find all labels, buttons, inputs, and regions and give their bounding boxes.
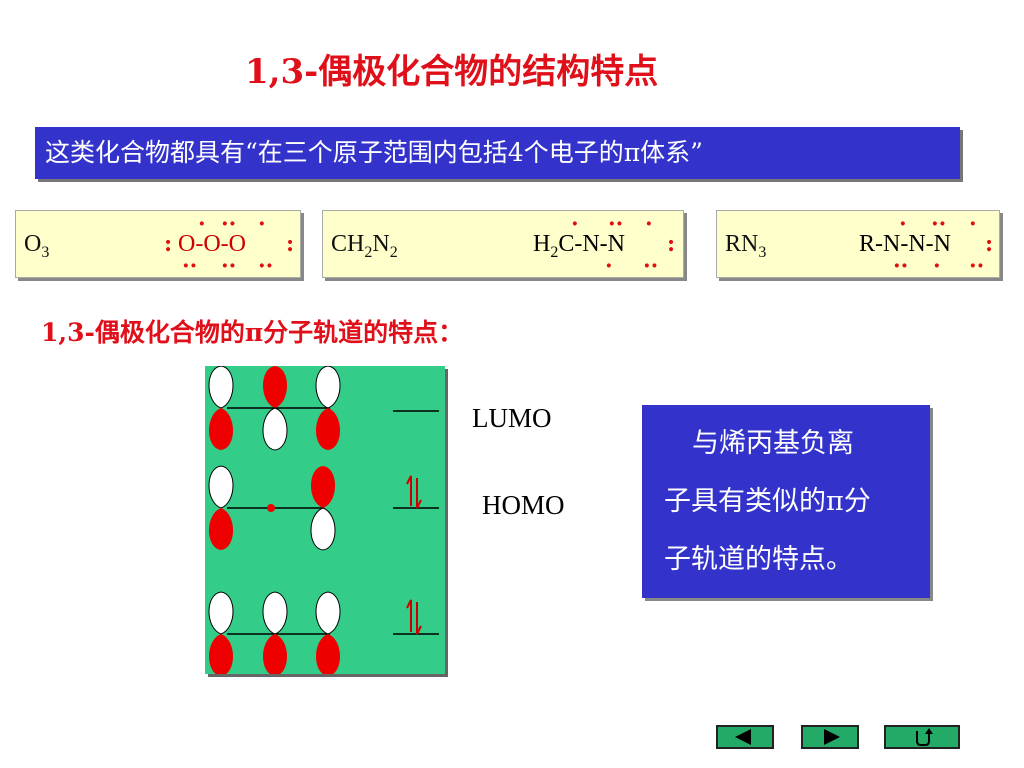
- lone-pair-dots: ··: [221, 211, 237, 237]
- homo-orbitals: [208, 465, 336, 551]
- formula-box-diazomethane: CH2N2 H2C-N-N · ·· · · ·· :: [322, 210, 684, 278]
- return-arrow-icon: [916, 728, 933, 746]
- lone-pair-dots: ·: [605, 253, 613, 279]
- formula-box-ozone: O3 O-O-O : · ·· · ·· ·· ·· :: [15, 210, 301, 278]
- lone-pair-dots: ·: [969, 211, 977, 237]
- formula-box-azide: RN3 R-N-N-N · ·· · ·· · ·· :: [716, 210, 1000, 278]
- next-arrow-icon: [824, 729, 840, 745]
- energy-levels: [393, 410, 439, 635]
- lone-pair-dots: :: [985, 231, 994, 257]
- orbital-diagram-panel: [205, 365, 445, 676]
- lone-pair-dots: :: [164, 231, 173, 257]
- formula-ozone: O3: [24, 231, 50, 261]
- section-heading: 1,3-偶极化合物的π分子轨道的特点：: [41, 318, 464, 347]
- concept-banner: 这类化合物都具有“在三个原子范围内包括4个电子的π体系”: [35, 127, 960, 179]
- lone-pair-dots: ·: [258, 211, 266, 237]
- lone-pair-dots: ··: [258, 253, 274, 279]
- node-dot: [267, 504, 275, 512]
- previous-arrow-icon: [735, 729, 751, 745]
- formula-azide: RN3: [725, 231, 767, 261]
- page-title: 1,3-偶极化合物的结构特点: [245, 52, 659, 92]
- bonding-orbitals: [208, 591, 341, 676]
- note-box: 与烯丙基负离 子具有类似的π分 子轨道的特点。: [642, 405, 930, 598]
- lone-pair-dots: :: [667, 231, 676, 257]
- structure-diazomethane: H2C-N-N: [533, 231, 625, 261]
- lone-pair-dots: ·: [198, 211, 206, 237]
- structure-ozone: O-O-O: [178, 231, 246, 257]
- lone-pair-dots: ·: [645, 211, 653, 237]
- lone-pair-dots: ··: [221, 253, 237, 279]
- note-line: 与烯丙基负离: [692, 428, 854, 459]
- lumo-label: LUMO: [472, 403, 552, 433]
- homo-label: HOMO: [482, 490, 565, 520]
- lumo-orbitals: [208, 365, 341, 451]
- lone-pair-dots: ··: [643, 253, 659, 279]
- lone-pair-dots: ··: [893, 253, 909, 279]
- structure-azide: R-N-N-N: [859, 231, 951, 257]
- lone-pair-dots: ·: [933, 253, 941, 279]
- lone-pair-dots: ·: [899, 211, 907, 237]
- next-button[interactable]: [801, 725, 859, 749]
- lone-pair-dots: ·: [571, 211, 579, 237]
- formula-diazomethane: CH2N2: [331, 231, 398, 261]
- lone-pair-dots: ··: [608, 211, 624, 237]
- lone-pair-dots: ··: [931, 211, 947, 237]
- note-line: 子轨道的特点。: [664, 544, 853, 575]
- lone-pair-dots: ··: [182, 253, 198, 279]
- lone-pair-dots: :: [286, 231, 295, 257]
- return-button[interactable]: [884, 725, 960, 749]
- lone-pair-dots: ··: [969, 253, 985, 279]
- note-line: 子具有类似的π分: [664, 486, 871, 517]
- prev-button[interactable]: [716, 725, 774, 749]
- orbital-diagram: [208, 365, 439, 676]
